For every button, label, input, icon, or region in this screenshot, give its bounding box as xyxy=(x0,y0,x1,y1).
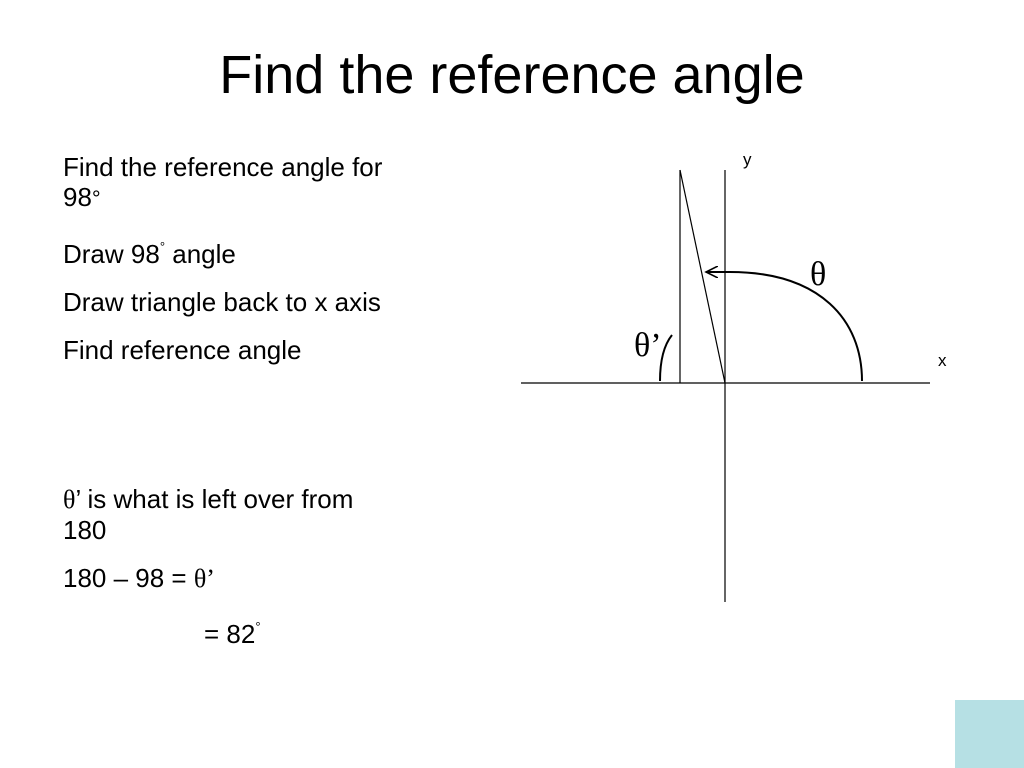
theta-symbol: θ xyxy=(63,485,76,514)
decorative-corner-box xyxy=(955,700,1024,768)
degree-symbol: ° xyxy=(91,186,101,211)
slide-title: Find the reference angle xyxy=(219,45,805,105)
calc-equation-prefix: 180 – 98 = xyxy=(63,563,194,593)
step-1-text: Find the reference angle for xyxy=(63,152,383,182)
calc-equation: 180 – 98 = θ’ xyxy=(63,563,493,594)
degree-symbol: ° xyxy=(159,239,166,254)
step-find-reference-angle: Find the reference angle for 98° xyxy=(63,152,503,214)
calc-result: = 82° xyxy=(63,612,493,649)
theta-prime-arc xyxy=(659,334,673,382)
theta-prime-symbol: θ’ xyxy=(193,564,215,593)
calculation-block: θ’ is what is left over from 180 180 – 9… xyxy=(63,484,493,667)
step-draw-triangle: Draw triangle back to x axis xyxy=(63,287,381,317)
steps-list: Find the reference angle for 98° Draw 98… xyxy=(63,152,503,383)
theta-label: θ xyxy=(810,256,826,293)
y-axis-label: y xyxy=(743,150,752,169)
calc-explanation-text: ’ is what is left over from xyxy=(75,484,354,514)
step-find-reference: Find reference angle xyxy=(63,335,302,365)
x-axis-label: x xyxy=(938,351,947,370)
theta-arc xyxy=(706,272,863,382)
step-1-value: 98 xyxy=(63,182,92,212)
step-draw-angle: Draw 98° angle xyxy=(63,232,503,269)
step-2-suffix: angle xyxy=(165,239,236,269)
calc-explanation: θ’ is what is left over from 180 xyxy=(63,484,493,545)
calc-explanation-cont: 180 xyxy=(63,515,107,545)
degree-symbol: ° xyxy=(255,619,261,634)
theta-prime-label: θ’ xyxy=(634,327,662,364)
calc-result-text: = 82 xyxy=(204,619,256,649)
step-2-prefix: Draw 98 xyxy=(63,239,160,269)
terminal-side xyxy=(679,169,726,384)
